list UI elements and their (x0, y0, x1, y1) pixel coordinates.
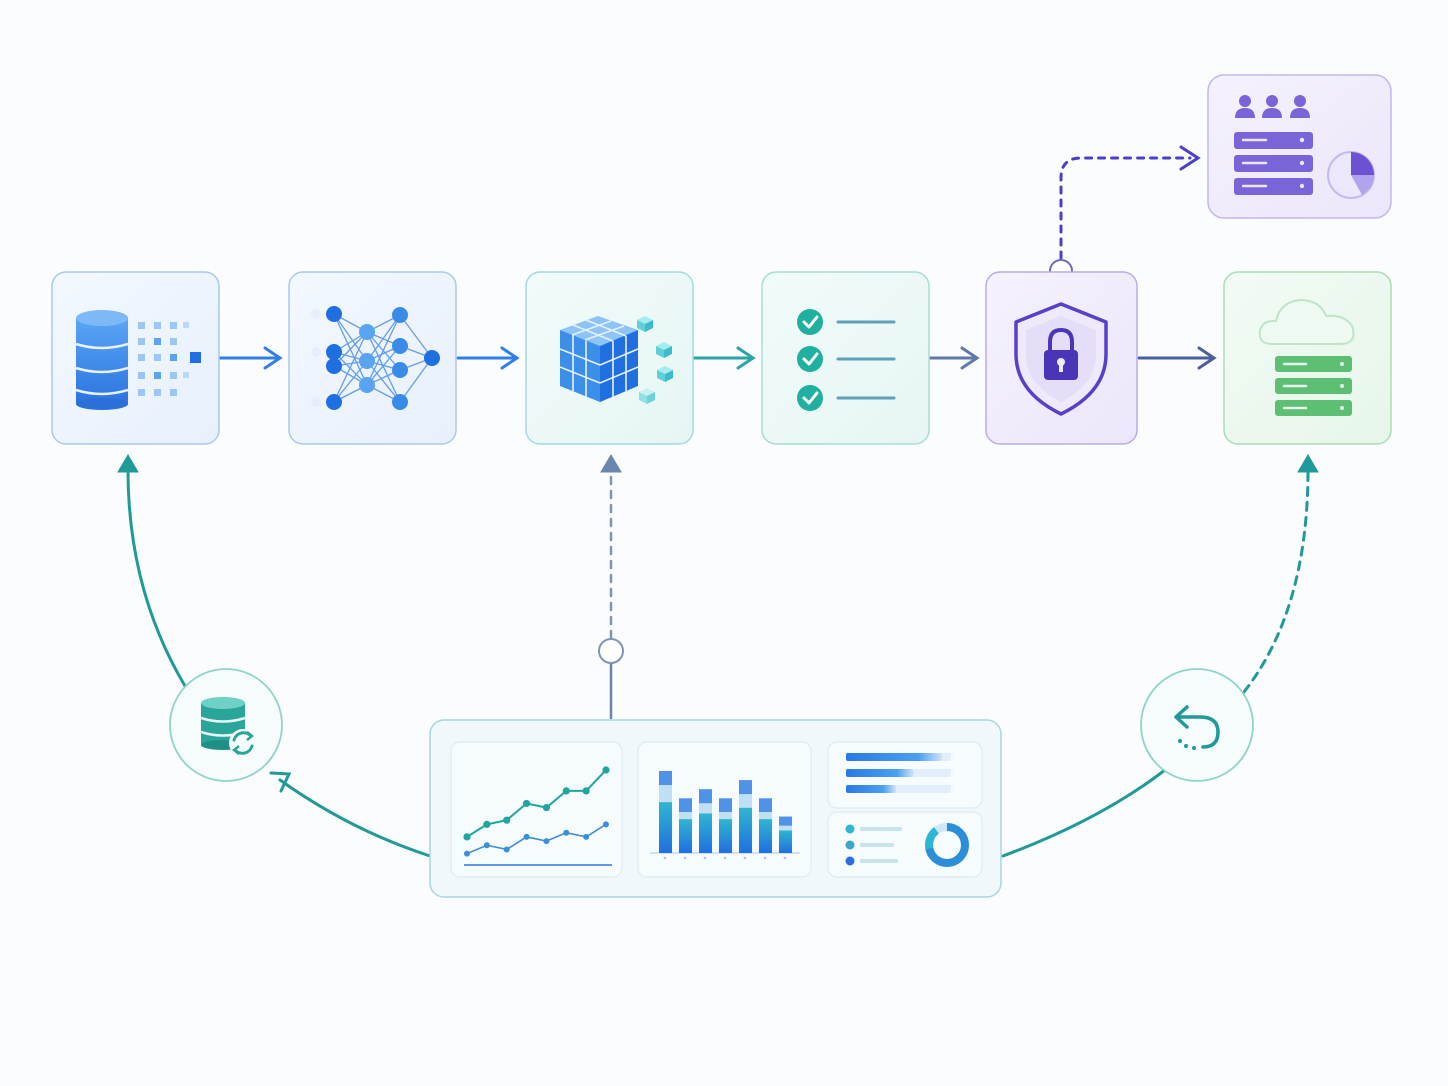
cube-icon (559, 316, 673, 404)
card-data-ingestion[interactable] (51, 271, 220, 445)
cloud-server-icon (1258, 298, 1355, 416)
line-point-1-3 (503, 816, 511, 824)
arrow-secure-to-access (1049, 145, 1201, 283)
connectors (117, 145, 1319, 858)
card-security[interactable] (985, 271, 1138, 445)
progress-bars-panel (827, 741, 983, 809)
donut-chart (925, 823, 969, 867)
pie-chart-icon (1327, 151, 1375, 199)
progress-bar-1 (846, 753, 943, 761)
line-point-1-4 (522, 799, 531, 808)
legend-list (845, 824, 902, 866)
card-validation[interactable] (761, 271, 930, 445)
bar-cap-2 (679, 798, 692, 812)
line-point-2-8 (603, 821, 609, 828)
bar-cap-1 (659, 771, 672, 785)
line-series-2 (466, 823, 607, 855)
progress-bar-3 (846, 785, 896, 793)
card-cloud-deploy[interactable] (1223, 271, 1392, 445)
database-refresh-icon (200, 697, 257, 757)
bar-cap-7 (779, 816, 792, 826)
bar-chart-panel (637, 741, 812, 878)
line-point-1-7 (582, 787, 590, 795)
node-rollback[interactable] (1140, 668, 1254, 782)
bar-7 (779, 830, 792, 853)
line-point-2-4 (523, 833, 530, 840)
progress-bar-2 (846, 769, 914, 777)
arrow-refresh-to-ingest (117, 454, 187, 688)
donut-value (925, 823, 969, 867)
arrow-validate-to-secure (928, 346, 980, 370)
node-data-refresh[interactable] (169, 668, 283, 782)
arrow-dashboard-to-package (598, 454, 624, 720)
line-point-2-2 (483, 842, 490, 849)
bar-6 (759, 819, 772, 853)
donut-secondary (925, 823, 969, 867)
bar-2 (679, 819, 692, 853)
checklist-icon (797, 309, 896, 411)
bar-4 (719, 819, 732, 853)
progress-bars (846, 753, 951, 793)
line-point-1-6 (562, 787, 570, 795)
bar-3 (699, 813, 712, 853)
card-access-servers[interactable] (1207, 74, 1392, 219)
bar-cap-6 (759, 798, 772, 812)
line-point-1-8 (602, 766, 610, 774)
line-point-2-6 (563, 829, 570, 836)
line-point-2-5 (543, 838, 550, 845)
line-chart-panel (450, 741, 623, 878)
card-neural-training[interactable] (288, 271, 457, 445)
monitoring-dashboard[interactable] (429, 719, 1002, 898)
line-point-1-2 (483, 820, 491, 828)
arrow-dashboard-to-refresh (269, 771, 432, 858)
database-stream-icon (75, 310, 201, 410)
arrow-rollback-to-deploy (1242, 454, 1319, 694)
arrow-package-to-validate (692, 346, 756, 370)
card-model-packaging[interactable] (525, 271, 694, 445)
line-point-1-5 (542, 804, 551, 812)
bar-cap-4 (719, 798, 732, 812)
team-servers-icon (1234, 95, 1375, 199)
arrow-ingest-to-train (218, 346, 283, 370)
arrow-dashboard-to-rollback (1001, 768, 1167, 858)
bar-5 (739, 807, 752, 853)
line-chart (463, 766, 610, 857)
shield-lock-icon (1014, 302, 1108, 416)
neural-network-icon (311, 306, 440, 410)
bar-1 (659, 802, 672, 853)
bar-cap-3 (699, 789, 712, 804)
donut-panel (827, 811, 983, 878)
arrow-train-to-package (456, 346, 520, 370)
line-point-2-7 (583, 833, 590, 840)
line-point-2-1 (464, 850, 470, 857)
arrow-secure-to-deploy (1137, 346, 1217, 370)
line-point-1-1 (463, 833, 471, 841)
bar-chart (659, 771, 792, 853)
undo-icon (1174, 705, 1220, 750)
bar-cap-5 (739, 780, 752, 795)
line-point-2-3 (503, 846, 510, 853)
